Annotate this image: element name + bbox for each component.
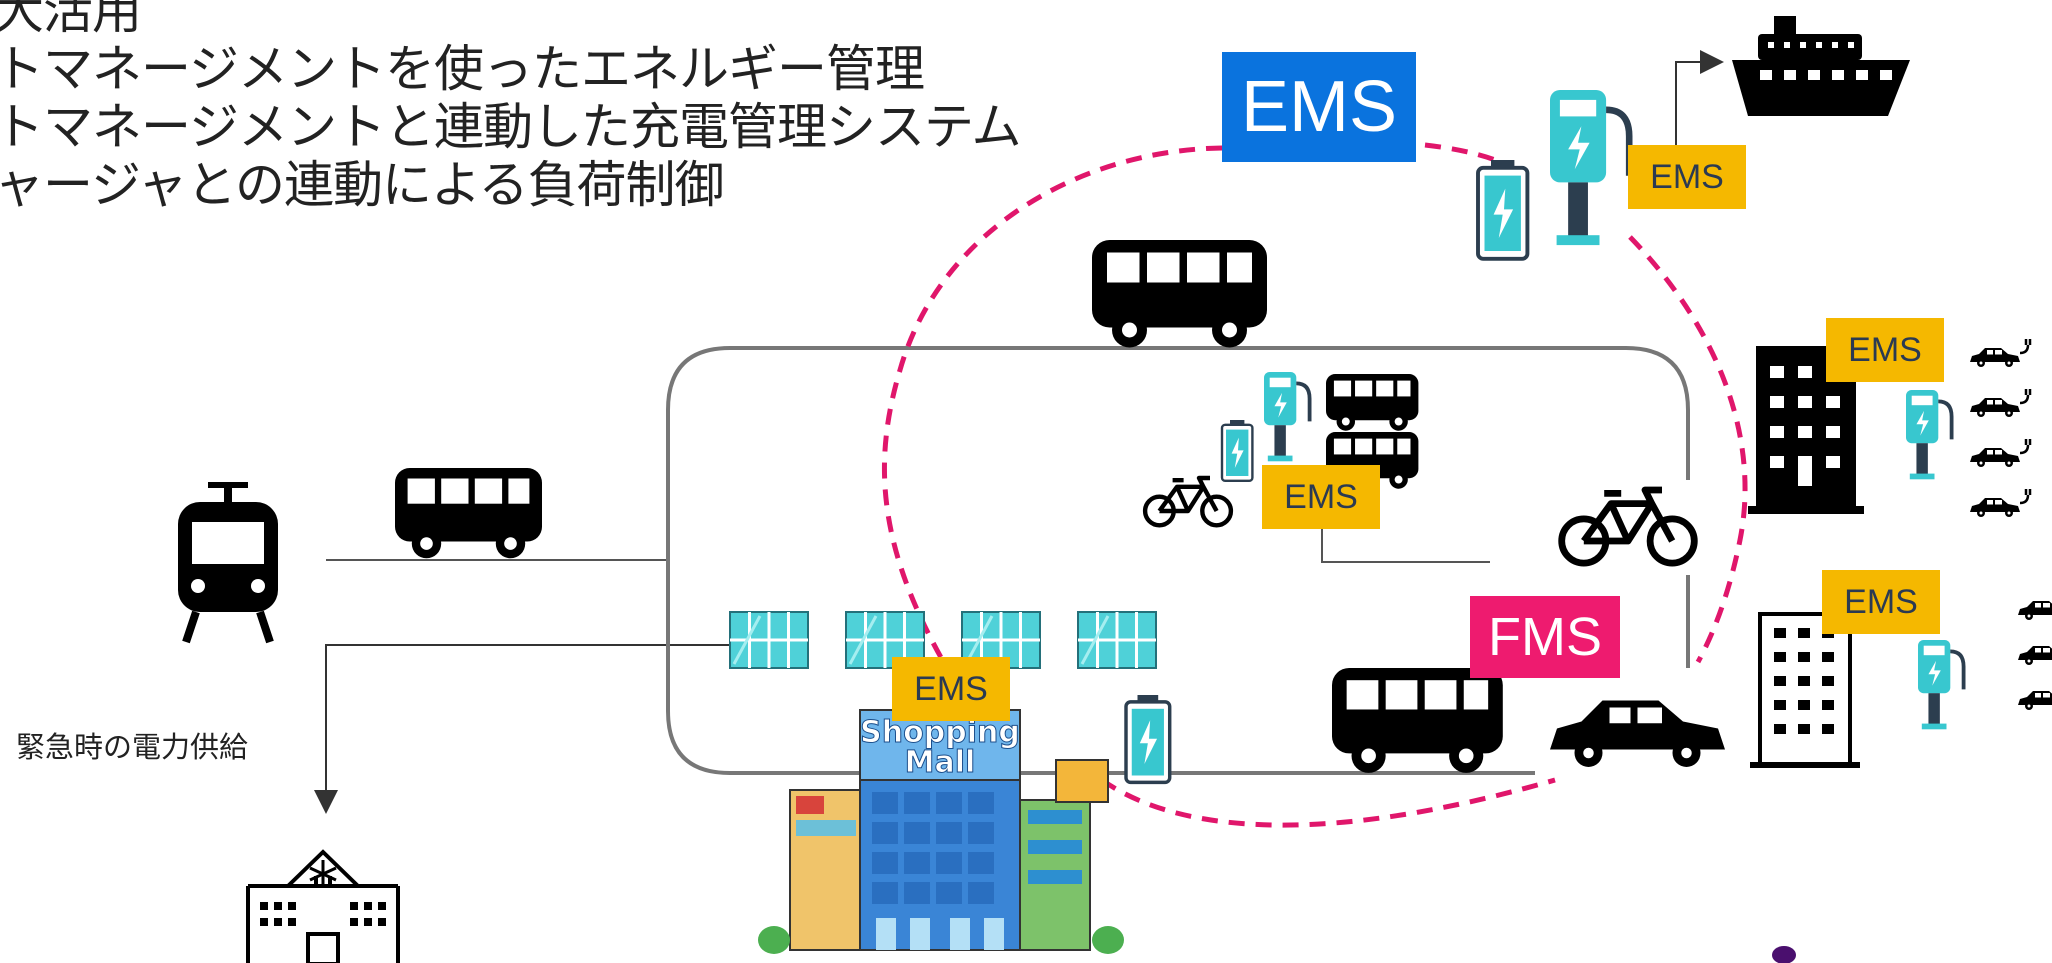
bullet-item: トマネージメントと連動した充電管理システム [0,98,1021,156]
tram-icon [178,482,278,644]
solar-panel-icon [728,610,810,670]
ev-charger-icon [1916,638,1966,732]
car-icon [2018,682,2052,710]
battery-icon [1124,693,1172,785]
battery-icon [1220,418,1254,482]
shopping-mall-icon: Shopping Mall [758,709,1124,954]
car-icon [1970,339,2030,367]
ship-icon [1732,16,1910,116]
office-building-icon [1750,612,1860,768]
battery-icon [1476,158,1530,261]
bicycle-icon [1562,490,1695,563]
fms-label: FMS [1470,596,1620,678]
hospital-icon [246,849,400,963]
solar-panel-icon [1076,610,1158,670]
bus-icon [1326,374,1419,431]
ems-building2-label: EMS [1822,570,1940,634]
bus-icon [1332,668,1503,773]
bus-icon [1092,240,1267,348]
ems-inner-label: EMS [1262,465,1380,529]
ev-charger-icon [1904,388,1954,482]
car-icon [1550,700,1725,767]
emergency-power-caption: 緊急時の電力供給 [16,730,249,764]
car-icon [1970,439,2030,467]
car-icon [1970,489,2030,517]
bus-icon [395,468,542,559]
ems-main-label: EMS [1222,52,1416,162]
mall-sign-line2: Mall [905,745,976,780]
ems-ship-label: EMS [1628,145,1746,209]
bicycle-icon [1145,478,1231,525]
bullet-item: 大活用 [0,0,142,40]
car-icon [2018,592,2052,620]
mall-sign-line1: Shopping [860,715,1020,750]
bullet-item: ャージャとの連動による負荷制御 [0,156,724,214]
ev-charger-icon [1262,370,1312,464]
car-icon [1970,389,2030,417]
ems-mall-label: EMS [892,657,1010,721]
car-icon [2018,637,2052,665]
ship-link-arrow [1675,50,1724,145]
feature-bullet-list: 大活用 トマネージメントを使ったエネルギー管理 トマネージメントと連動した充電管… [0,0,1021,214]
ems-building1-label: EMS [1826,318,1944,382]
ev-charger-icon [1550,90,1629,245]
bullet-item: トマネージメントを使ったエネルギー管理 [0,40,925,98]
emergency-power-arrow [314,644,730,814]
city-area-outline [666,346,1690,775]
marker-dot [1772,946,1796,963]
